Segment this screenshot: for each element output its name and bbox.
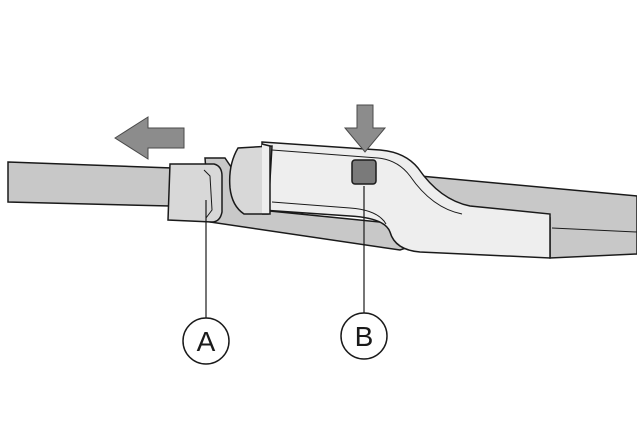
callout-b-label: B xyxy=(355,321,374,352)
adapter-clip-housing xyxy=(261,141,551,259)
release-button xyxy=(351,159,377,185)
callout-a-label: A xyxy=(197,326,216,357)
adapter-end-cap xyxy=(228,143,273,215)
arrow-left-icon xyxy=(114,116,185,160)
callout-b: B xyxy=(340,312,388,360)
arm-hook-sleeve xyxy=(167,163,223,223)
wiper-arm xyxy=(7,161,173,207)
callout-a: A xyxy=(182,317,230,365)
arrow-down-icon xyxy=(343,104,387,153)
